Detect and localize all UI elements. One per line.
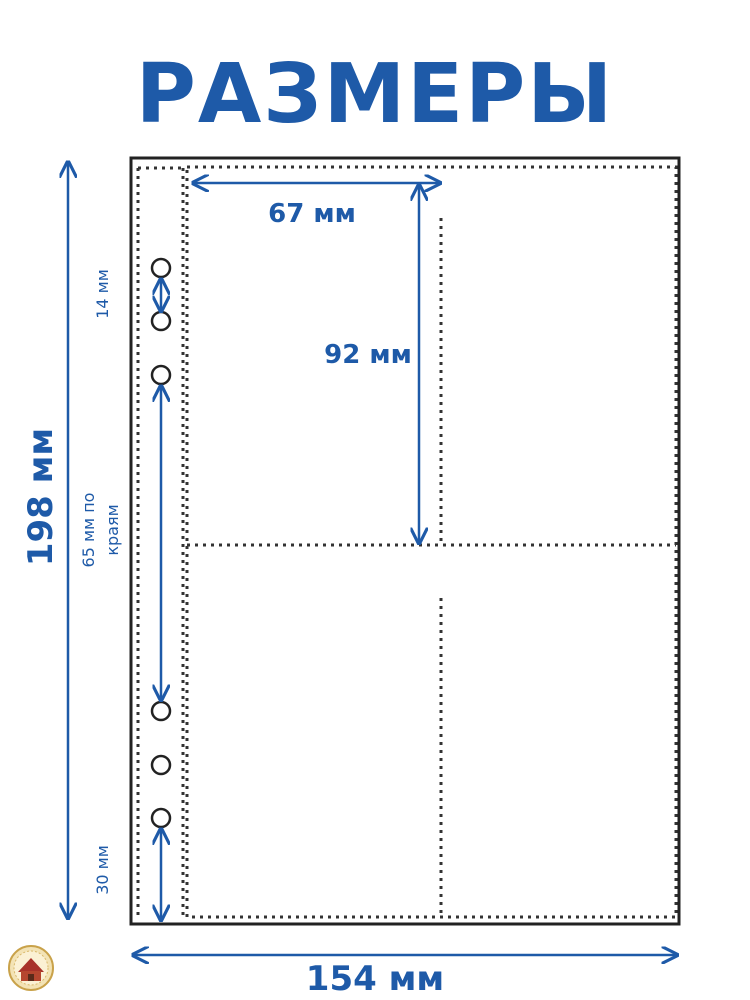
bottom-offset-label: 30 мм (93, 845, 112, 895)
hole (150, 310, 172, 332)
hole-spacing-label: 14 мм (93, 269, 112, 319)
sheet-outline (129, 156, 681, 926)
hole-group-label-line1: 65 мм по (79, 493, 98, 568)
binding-strip (136, 166, 185, 918)
page-title: РАЗМЕРЫ (135, 47, 615, 142)
pocket-height-label: 92 мм (324, 340, 412, 370)
house-logo-icon (8, 945, 54, 991)
pocket-grid (185, 165, 678, 919)
hole (150, 754, 172, 776)
hole-group-label-line2: краям (103, 504, 122, 555)
width-label: 154 мм (306, 959, 444, 999)
hole (150, 700, 172, 722)
hole (150, 807, 172, 829)
hole (150, 364, 172, 386)
pocket-width-label: 67 мм (268, 199, 356, 229)
hole (150, 257, 172, 279)
punch-holes (150, 257, 172, 829)
height-label: 198 мм (21, 428, 61, 566)
